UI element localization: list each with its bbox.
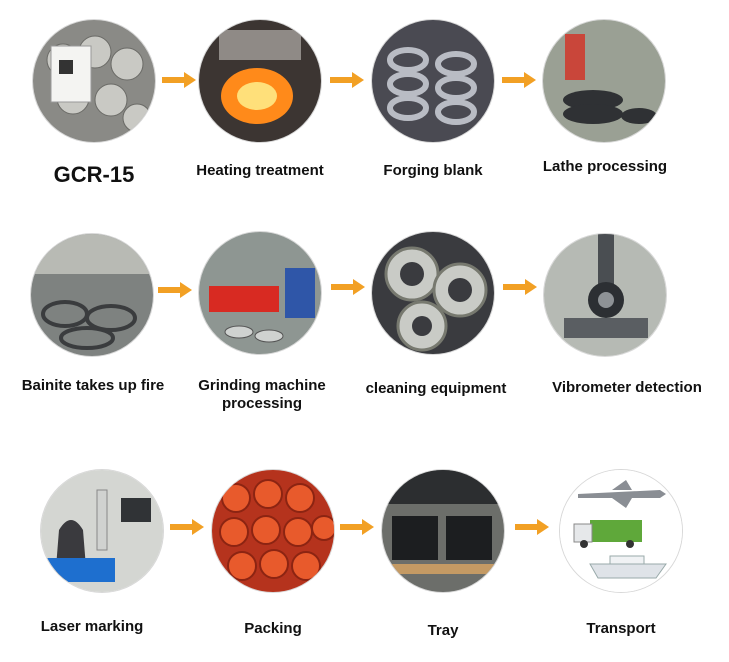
forged-rings-photo [372, 20, 494, 142]
steel-bars-photo [33, 20, 155, 142]
step-label-gcr15: GCR-15 [53, 162, 135, 187]
arrow-right-icon [340, 519, 374, 535]
step-label-heating: Heating treatment [196, 162, 324, 179]
arrow-right-icon [330, 72, 364, 88]
cleaned-bearings-photo [372, 232, 494, 354]
furnace-photo [199, 20, 321, 142]
pallet-tray-photo [382, 470, 504, 592]
step-label-vibrometer: Vibrometer detection [552, 379, 702, 396]
arrow-right-icon [162, 72, 196, 88]
step-label-bainite: Bainite takes up fire [21, 377, 165, 394]
arrow-right-icon [502, 72, 536, 88]
step-label-packing: Packing [244, 620, 302, 637]
step-label-forging: Forging blank [383, 162, 483, 179]
step-label-cleaning: cleaning equipment [365, 380, 507, 397]
arrow-right-icon [503, 279, 537, 295]
grinding-machine-photo [199, 232, 321, 354]
step-label-tray: Tray [427, 622, 459, 639]
step-label-lathe: Lathe processing [542, 158, 668, 175]
arrow-right-icon [158, 282, 192, 298]
arrow-right-icon [515, 519, 549, 535]
laser-marking-photo [41, 470, 163, 592]
arrow-right-icon [170, 519, 204, 535]
step-label-laser: Laser marking [40, 618, 144, 635]
transport-illustration [560, 470, 682, 592]
step-label-transport: Transport [586, 620, 656, 637]
vibrometer-photo [544, 234, 666, 356]
packed-bearings-photo [212, 470, 334, 592]
arrow-right-icon [331, 279, 365, 295]
lathe-workshop-photo [543, 20, 665, 142]
bainite-workshop-photo [31, 234, 153, 356]
